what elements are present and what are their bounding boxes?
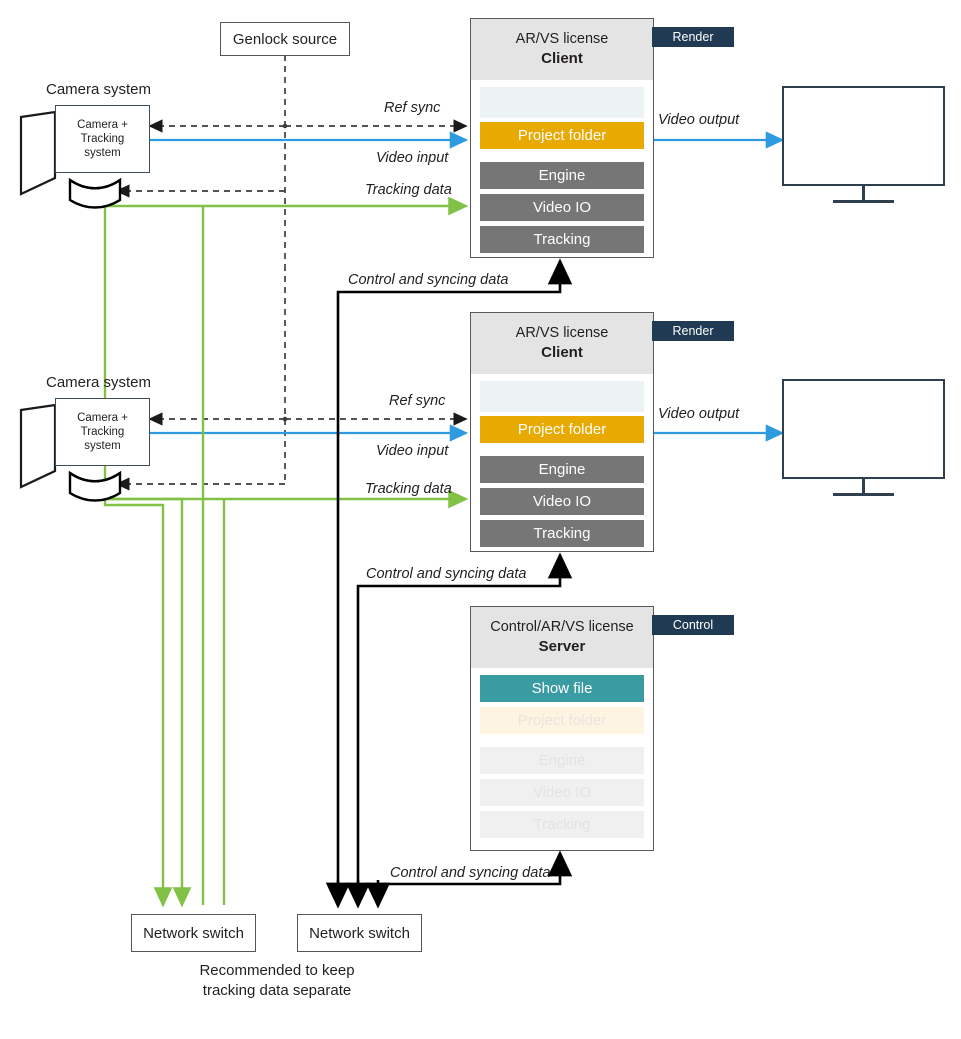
row-show-file[interactable]: Show file <box>480 675 644 702</box>
monitor-screen-2 <box>782 379 945 479</box>
label-control-sync-1: Control and syncing data <box>348 272 509 288</box>
machine-header-1: AR/VS license Client <box>471 19 653 80</box>
genlock-source-box[interactable]: Genlock source <box>220 22 350 56</box>
machine-server[interactable]: Control/AR/VS license Server Show file P… <box>470 606 654 851</box>
row-tracking[interactable]: Tracking <box>480 226 644 253</box>
camera-system-title-1: Camera system <box>46 81 152 98</box>
machine-header-3: Control/AR/VS license Server <box>471 607 653 668</box>
machine-role-2: Client <box>541 344 583 361</box>
machine-license-2: AR/VS license <box>515 325 609 341</box>
camera-body-line-2: Tracking <box>80 133 125 145</box>
monitor-neck-2 <box>862 479 865 495</box>
machine-client-2[interactable]: AR/VS license Client Project folder Engi… <box>470 312 654 552</box>
camera-body-line-1: Camera + <box>77 119 128 131</box>
badge-control: Control <box>652 615 734 635</box>
row-engine[interactable]: Engine <box>480 747 644 774</box>
monitor-neck-1 <box>862 186 865 202</box>
label-control-sync-3: Control and syncing data <box>390 865 551 881</box>
network-switch-label-1: Network switch <box>143 924 244 942</box>
camera-body-line-1: Camera + <box>77 412 128 424</box>
camera-body-2[interactable]: Camera + Tracking system <box>55 398 150 466</box>
label-video-input-1: Video input <box>376 150 449 166</box>
machine-license-3: Control/AR/VS license <box>490 619 634 635</box>
row-video-io[interactable]: Video IO <box>480 488 644 515</box>
row-blank[interactable] <box>480 381 644 412</box>
row-tracking[interactable]: Tracking <box>480 520 644 547</box>
monitor-foot-1 <box>833 200 894 203</box>
footnote-line-2: tracking data separate <box>202 982 352 999</box>
machine-license-1: AR/VS license <box>515 31 609 47</box>
network-switch-control[interactable]: Network switch <box>297 914 422 952</box>
row-engine[interactable]: Engine <box>480 456 644 483</box>
machine-role-1: Client <box>541 50 583 67</box>
row-project-folder[interactable]: Project folder <box>480 416 644 443</box>
row-video-io[interactable]: Video IO <box>480 779 644 806</box>
label-ref-sync-2: Ref sync <box>389 393 446 409</box>
row-project-folder[interactable]: Project folder <box>480 122 644 149</box>
row-project-folder[interactable]: Project folder <box>480 707 644 734</box>
genlock-source-label: Genlock source <box>232 30 338 48</box>
label-control-sync-2: Control and syncing data <box>366 566 527 582</box>
machine-role-3: Server <box>538 638 586 655</box>
badge-render-2: Render <box>652 321 734 341</box>
footnote-line-1: Recommended to keep <box>199 962 355 979</box>
row-engine[interactable]: Engine <box>480 162 644 189</box>
footnote: Recommended to keep tracking data separa… <box>150 961 404 1001</box>
label-tracking-data-2: Tracking data <box>365 481 452 497</box>
label-ref-sync-1: Ref sync <box>384 100 441 116</box>
row-video-io[interactable]: Video IO <box>480 194 644 221</box>
camera-lens-1 <box>19 110 57 196</box>
badge-render-1: Render <box>652 27 734 47</box>
network-switch-label-2: Network switch <box>309 924 410 942</box>
monitor-screen-1 <box>782 86 945 186</box>
camera-body-line-3: system <box>84 147 121 159</box>
row-blank[interactable] <box>480 87 644 118</box>
label-video-output-1: Video output <box>658 112 740 128</box>
camera-body-line-3: system <box>84 440 121 452</box>
network-switch-tracking[interactable]: Network switch <box>131 914 256 952</box>
label-tracking-data-1: Tracking data <box>365 182 452 198</box>
label-video-input-2: Video input <box>376 443 449 459</box>
machine-client-1[interactable]: AR/VS license Client Project folder Engi… <box>470 18 654 258</box>
camera-system-title-2: Camera system <box>46 374 152 391</box>
camera-body-line-2: Tracking <box>80 426 125 438</box>
machine-rows-3: Show file Project folder Engine Video IO… <box>471 668 653 852</box>
label-video-output-2: Video output <box>658 406 740 422</box>
row-tracking[interactable]: Tracking <box>480 811 644 838</box>
machine-header-2: AR/VS license Client <box>471 313 653 374</box>
machine-rows-2: Project folder Engine Video IO Tracking <box>471 374 653 561</box>
camera-lens-2 <box>19 403 57 489</box>
monitor-foot-2 <box>833 493 894 496</box>
machine-rows-1: Project folder Engine Video IO Tracking <box>471 80 653 267</box>
camera-body-1[interactable]: Camera + Tracking system <box>55 105 150 173</box>
